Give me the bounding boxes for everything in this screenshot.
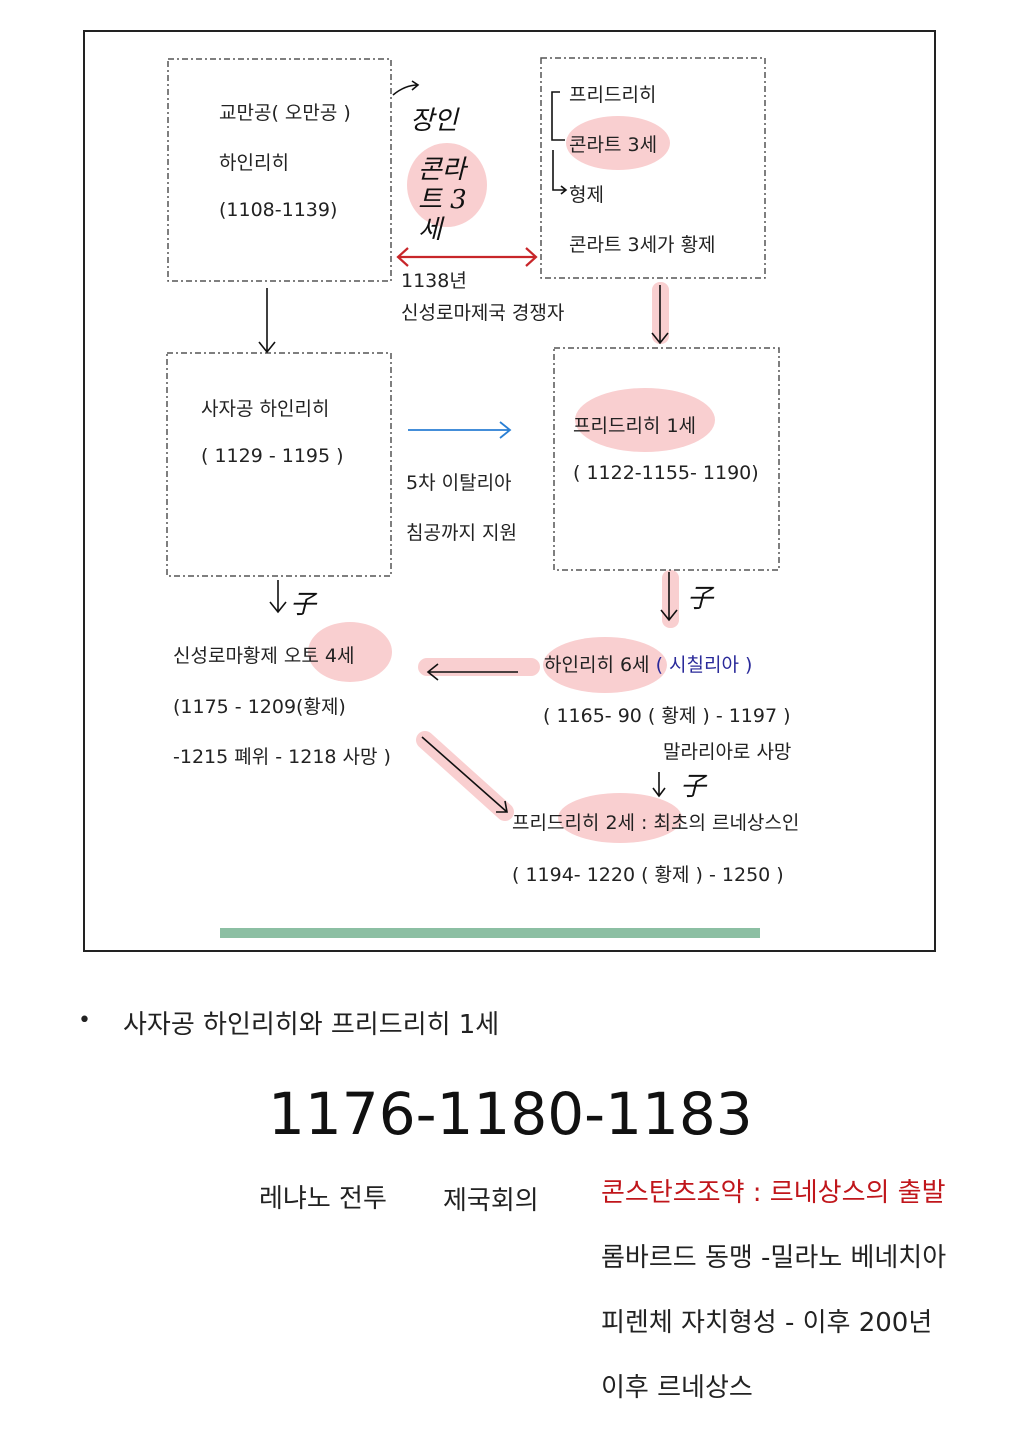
bullet-dot: • bbox=[78, 1008, 91, 1033]
heinrich6-name: 하인리히 6세 ( 시칠리아 ) bbox=[544, 650, 752, 677]
highlight-heinrich6 bbox=[543, 637, 667, 693]
friedrich2-line2: ( 1194- 1220 ( 황제 ) - 1250 ) bbox=[512, 864, 784, 886]
diagram-frame bbox=[83, 30, 936, 952]
event-constance-line3: 피렌체 자치형성 - 이후 200년 bbox=[601, 1308, 933, 1338]
handwritten-son-right: 子 bbox=[687, 584, 714, 614]
handwritten-son-bottom: 子 bbox=[680, 772, 707, 802]
box2-line4: 콘라트 3세가 황제 bbox=[569, 234, 716, 256]
highlight-friedrich1 bbox=[575, 388, 715, 452]
box-heinrich-proud bbox=[167, 58, 392, 282]
box-friedrich1 bbox=[553, 347, 780, 571]
box-friedrich-konrad bbox=[540, 57, 766, 279]
arrow-to-friedrich2 bbox=[421, 736, 508, 813]
arrow-down-2 bbox=[651, 285, 669, 345]
otto-line2: (1175 - 1209(황제) bbox=[173, 696, 346, 718]
event-diet: 제국회의 bbox=[443, 1186, 539, 1216]
box2-line3: 형제 bbox=[569, 184, 604, 206]
arrow-son-left bbox=[269, 580, 287, 614]
bracket-brothers bbox=[551, 91, 565, 141]
rivalry-label: 신성로마제국 경쟁자 bbox=[401, 302, 565, 324]
box2-line1: 프리드리히 bbox=[569, 84, 657, 106]
box4-line2: ( 1122-1155- 1190) bbox=[573, 462, 759, 484]
heinrich6-line3: 말라리아로 사망 bbox=[663, 741, 792, 763]
highlight-friedrich2 bbox=[558, 793, 682, 843]
arrow-son-right bbox=[660, 572, 678, 622]
jangin-arrow bbox=[392, 80, 420, 96]
handwritten-jangin: 장인 bbox=[410, 106, 458, 136]
highlight-otto bbox=[308, 622, 392, 682]
box-heinrich-lion bbox=[166, 352, 392, 577]
box1-line1: 교만공( 오만공 ) bbox=[219, 102, 351, 124]
event-constance: 콘스탄츠조약 : 르네상스의 출발 bbox=[601, 1178, 946, 1208]
heinrich6-label: 하인리히 6세 bbox=[544, 654, 650, 676]
handwritten-son-left: 子 bbox=[290, 590, 317, 620]
box1-line2: 하인리히 bbox=[219, 152, 289, 174]
handwritten-konrad: 콘라트 3세 bbox=[418, 155, 467, 245]
event-legnano: 레냐노 전투 bbox=[259, 1184, 387, 1214]
box2-line2: 콘라트 3세 bbox=[569, 134, 658, 156]
arrow-to-otto bbox=[426, 663, 518, 681]
brother-arrow bbox=[552, 150, 568, 195]
box3-line2: ( 1129 - 1195 ) bbox=[201, 445, 344, 467]
rivalry-year: 1138년 bbox=[401, 270, 467, 292]
heinrich6-line2: ( 1165- 90 ( 황제 ) - 1197 ) bbox=[543, 705, 791, 727]
event-constance-line2: 롬바르드 동맹 -밀라노 베네치아 bbox=[601, 1243, 947, 1273]
otto-name: 신성로마황제 오토 4세 bbox=[173, 645, 355, 667]
cropped-caption bbox=[220, 928, 760, 938]
rivalry-double-arrow bbox=[396, 247, 538, 267]
heinrich6-region: ( 시칠리아 ) bbox=[655, 654, 753, 676]
bullet-text: 사자공 하인리히와 프리드리히 1세 bbox=[123, 1010, 500, 1040]
friedrich2-name: 프리드리히 2세 : 최초의 르네상스인 bbox=[512, 812, 800, 834]
arrow-down-1 bbox=[258, 288, 276, 354]
otto-line3: -1215 폐위 - 1218 사망 ) bbox=[173, 746, 391, 768]
box4-line1: 프리드리히 1세 bbox=[573, 415, 697, 437]
box1-line3: (1108-1139) bbox=[219, 199, 338, 221]
highlight-konrad bbox=[566, 116, 670, 170]
support-line1: 5차 이탈리아 bbox=[406, 472, 512, 494]
support-arrow bbox=[408, 421, 512, 439]
years-heading: 1176-1180-1183 bbox=[268, 1080, 753, 1148]
box3-line1: 사자공 하인리히 bbox=[201, 398, 330, 420]
diagram-graphics bbox=[166, 57, 780, 938]
highlight-konrad-hand bbox=[407, 143, 487, 227]
arrow-son-bottom bbox=[652, 772, 666, 798]
event-constance-line4: 이후 르네상스 bbox=[601, 1373, 753, 1403]
support-line2: 침공까지 지원 bbox=[406, 522, 517, 544]
